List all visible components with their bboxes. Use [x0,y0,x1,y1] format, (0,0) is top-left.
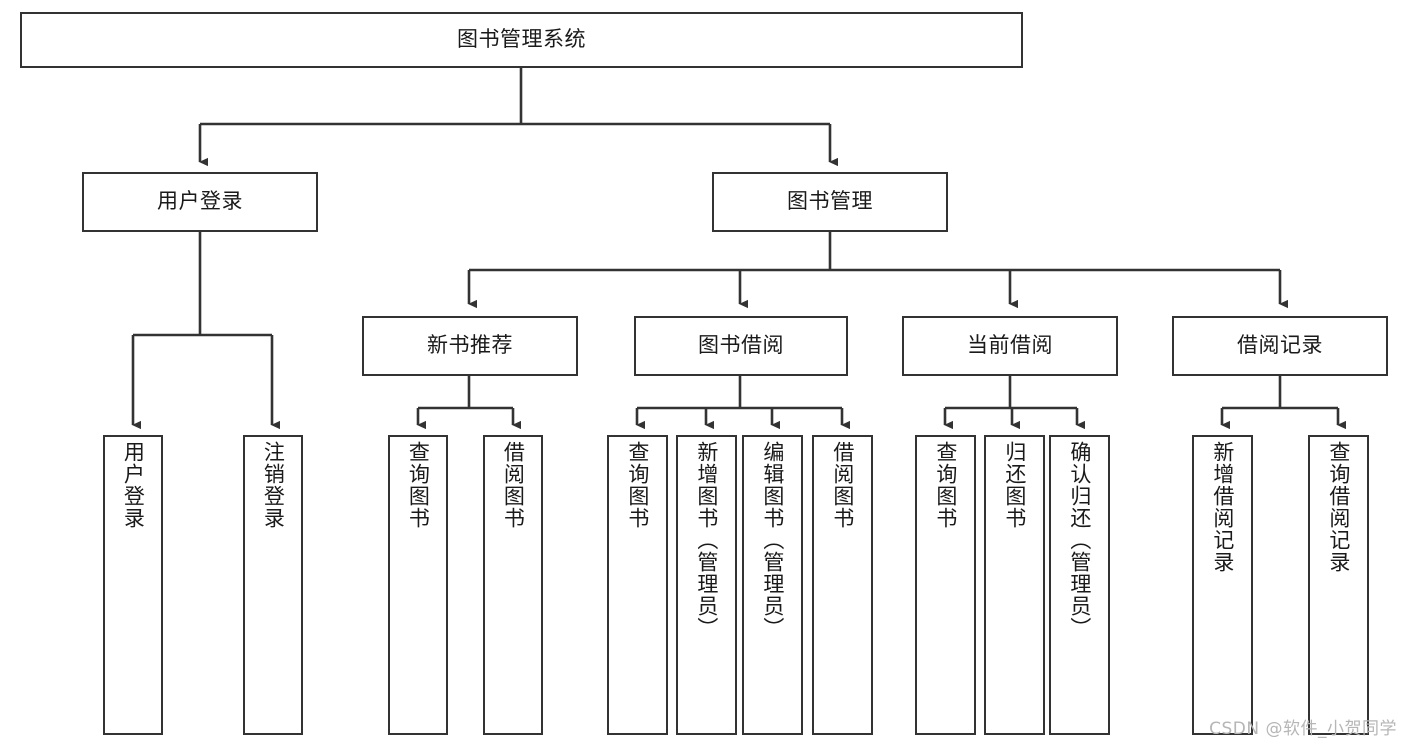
node-user-login[interactable]: 用户登录 [82,172,318,232]
node-label: 归还图书 [1002,441,1027,529]
node-label: 图书管理系统 [457,27,586,52]
node-label: 借阅图书 [830,441,855,529]
node-leaf-current-borrow-query[interactable]: 查询图书 [915,435,976,735]
node-leaf-new-book-borrow[interactable]: 借阅图书 [483,435,543,735]
node-label: 图书管理 [787,189,873,214]
node-label: 查询借阅记录 [1326,441,1351,573]
node-leaf-current-borrow-return[interactable]: 归还图书 [984,435,1045,735]
node-label: 新增借阅记录 [1210,441,1235,573]
node-leaf-user-login-login[interactable]: 用户登录 [103,435,163,735]
node-leaf-borrow-record-add[interactable]: 新增借阅记录 [1192,435,1253,735]
node-leaf-book-borrow-add[interactable]: 新增图书（管理员） [676,435,737,735]
node-current-borrow[interactable]: 当前借阅 [902,316,1118,376]
node-book-borrow[interactable]: 图书借阅 [634,316,848,376]
node-label: 编辑图书（管理员） [760,441,785,639]
node-book-management[interactable]: 图书管理 [712,172,948,232]
node-label: 注销登录 [261,441,286,529]
node-leaf-borrow-record-query[interactable]: 查询借阅记录 [1308,435,1369,735]
node-label: 查询图书 [625,441,650,529]
node-label: 新书推荐 [427,333,513,358]
node-label: 查询图书 [406,441,431,529]
node-label: 用户登录 [157,189,243,214]
node-leaf-book-borrow-query[interactable]: 查询图书 [607,435,668,735]
node-label: 查询图书 [933,441,958,529]
node-label: 当前借阅 [967,333,1053,358]
node-root-book-management-system[interactable]: 图书管理系统 [20,12,1023,68]
node-leaf-book-borrow-edit[interactable]: 编辑图书（管理员） [742,435,803,735]
node-label: 用户登录 [121,441,146,529]
node-label: 借阅记录 [1237,333,1323,358]
node-label: 新增图书（管理员） [694,441,719,639]
node-leaf-book-borrow-borrow[interactable]: 借阅图书 [812,435,873,735]
node-leaf-user-login-logout[interactable]: 注销登录 [243,435,303,735]
node-label: 确认归还（管理员） [1067,441,1092,639]
node-label: 借阅图书 [501,441,526,529]
node-leaf-current-borrow-confirm-return[interactable]: 确认归还（管理员） [1049,435,1110,735]
node-leaf-new-book-query[interactable]: 查询图书 [388,435,448,735]
node-new-book-recommend[interactable]: 新书推荐 [362,316,578,376]
node-label: 图书借阅 [698,333,784,358]
node-borrow-record[interactable]: 借阅记录 [1172,316,1388,376]
